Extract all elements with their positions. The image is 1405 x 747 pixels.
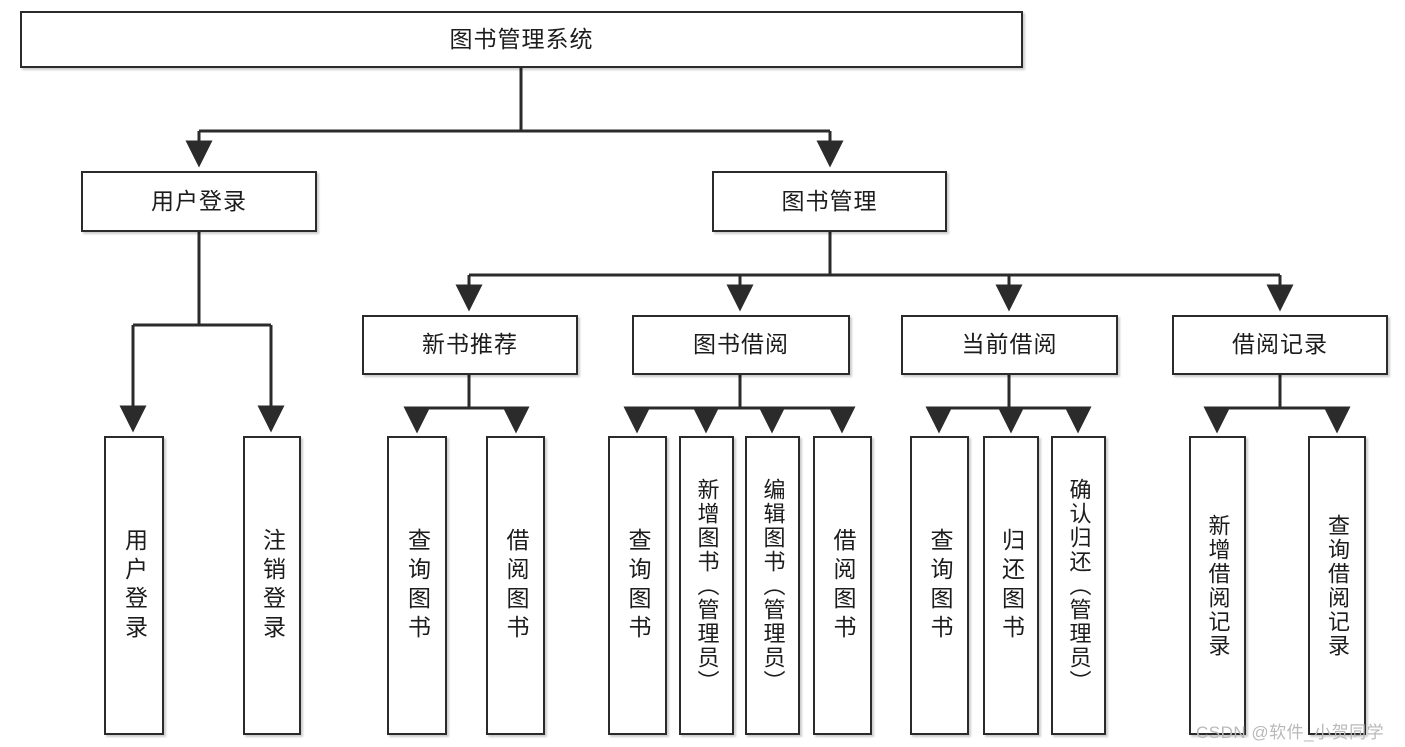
leaf-return-book[interactable]: 归还图书 bbox=[983, 436, 1039, 735]
node-label: 查询图书 bbox=[625, 527, 651, 644]
node-label: 用户登录 bbox=[121, 527, 148, 644]
node-label: 查询借阅记录 bbox=[1325, 513, 1350, 658]
node-book-borrow[interactable]: 图书借阅 bbox=[632, 315, 850, 375]
node-new-book-recommend[interactable]: 新书推荐 bbox=[362, 315, 578, 375]
node-label: 借阅图书 bbox=[503, 527, 529, 644]
node-label: 图书管理 bbox=[781, 187, 878, 214]
node-label: 新增借阅记录 bbox=[1205, 513, 1231, 658]
leaf-query-book-recommend[interactable]: 查询图书 bbox=[387, 436, 447, 735]
node-label: 借阅记录 bbox=[1232, 331, 1328, 358]
node-label: 借阅图书 bbox=[830, 527, 856, 644]
node-label: 编辑图书（管理员） bbox=[760, 477, 786, 694]
leaf-query-book-borrow[interactable]: 查询图书 bbox=[608, 436, 667, 735]
leaf-user-login[interactable]: 用户登录 bbox=[104, 436, 164, 735]
node-label: 查询图书 bbox=[404, 527, 431, 644]
leaf-edit-book-admin[interactable]: 编辑图书（管理员） bbox=[745, 436, 800, 735]
leaf-query-borrow-record[interactable]: 查询借阅记录 bbox=[1308, 436, 1366, 735]
node-label: 新增图书（管理员） bbox=[694, 477, 720, 694]
leaf-add-borrow-record[interactable]: 新增借阅记录 bbox=[1189, 436, 1246, 735]
csdn-watermark: CSDN @软件_小贺同学 bbox=[1196, 723, 1385, 742]
node-label: 归还图书 bbox=[998, 527, 1025, 644]
node-current-borrow[interactable]: 当前借阅 bbox=[901, 315, 1118, 375]
leaf-query-book-current[interactable]: 查询图书 bbox=[910, 436, 969, 735]
leaf-add-book-admin[interactable]: 新增图书（管理员） bbox=[679, 436, 734, 735]
node-label: 用户登录 bbox=[151, 187, 247, 214]
node-book-management[interactable]: 图书管理 bbox=[712, 171, 947, 232]
node-root[interactable]: 图书管理系统 bbox=[20, 11, 1023, 68]
node-label: 确认归还（管理员） bbox=[1066, 477, 1092, 694]
node-label: 图书管理系统 bbox=[449, 25, 594, 52]
leaf-borrow-book-recommend[interactable]: 借阅图书 bbox=[486, 436, 545, 735]
leaf-borrow-book[interactable]: 借阅图书 bbox=[813, 436, 872, 735]
node-label: 注销登录 bbox=[259, 527, 286, 644]
node-label: 查询图书 bbox=[927, 527, 953, 644]
node-label: 当前借阅 bbox=[961, 331, 1058, 358]
leaf-logout[interactable]: 注销登录 bbox=[243, 436, 301, 735]
node-label: 新书推荐 bbox=[422, 331, 518, 358]
leaf-confirm-return-admin[interactable]: 确认归还（管理员） bbox=[1051, 436, 1106, 735]
node-label: 图书借阅 bbox=[693, 331, 789, 358]
node-user-login[interactable]: 用户登录 bbox=[81, 171, 317, 232]
node-borrow-record[interactable]: 借阅记录 bbox=[1172, 315, 1388, 375]
